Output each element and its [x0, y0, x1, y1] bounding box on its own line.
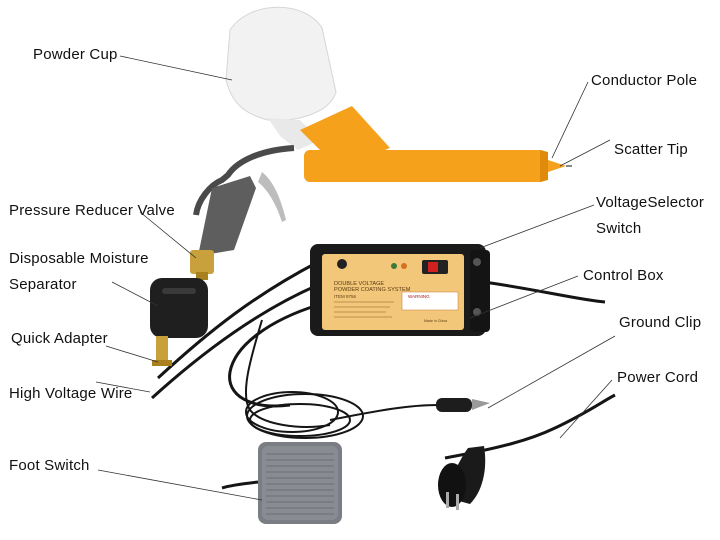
- leader-scatter-tip: [559, 139, 611, 167]
- trigger: [258, 172, 286, 222]
- warning-box: [401, 291, 459, 311]
- gun-barrel: [304, 150, 546, 182]
- leader-lines: [95, 55, 616, 501]
- high-voltage-wire-2: [150, 283, 319, 400]
- label-voltage-selector-line1: VoltageSelector: [596, 194, 705, 211]
- label-foot-switch: Foot Switch: [9, 457, 90, 474]
- powder-cup: [225, 6, 337, 121]
- label-high-voltage-wire: High Voltage Wire: [9, 385, 133, 402]
- label-control-box: Control Box: [583, 267, 664, 284]
- leader-powder-cup: [119, 55, 233, 81]
- label-conductor-pole: Conductor Pole: [591, 72, 698, 89]
- control-box-cable: [483, 280, 606, 304]
- power-plug: [438, 446, 486, 510]
- leader-control-box: [469, 275, 579, 319]
- label-powder-cup: Powder Cup: [33, 46, 118, 63]
- label-moisture-line1: Disposable Moisture: [9, 250, 149, 267]
- ground-clip-wire: [244, 319, 439, 439]
- ground-clip: [436, 398, 490, 412]
- spray-gun: [150, 6, 572, 366]
- label-ground-clip: Ground Clip: [619, 314, 702, 331]
- leader-quick-adapter: [105, 345, 159, 363]
- label-power-cord: Power Cord: [617, 369, 699, 386]
- foot-switch: [258, 442, 342, 524]
- leader-pressure-reducer: [139, 211, 197, 259]
- scatter-tip: [548, 160, 566, 172]
- panel-line2: POWDER COATING SYSTEM: [334, 287, 411, 293]
- high-voltage-wire-1: [156, 260, 319, 380]
- leader-power-cord: [559, 379, 613, 439]
- label-quick-adapter: Quick Adapter: [11, 330, 108, 347]
- label-pressure-reducer-valve: Pressure Reducer Valve: [9, 202, 175, 219]
- panel-line1: DOUBLE VOLTAGE: [334, 281, 384, 287]
- gun-handle: [198, 176, 256, 256]
- foot-switch-texture: [266, 453, 334, 515]
- gun-cable: [228, 303, 319, 408]
- pressure-reducer-valve: [190, 250, 214, 274]
- label-moisture-line2: Separator: [9, 276, 77, 293]
- moisture-separator: [150, 278, 208, 338]
- cup-neck: [268, 118, 320, 150]
- leader-foot-switch: [97, 469, 263, 501]
- leader-conductor-pole: [551, 81, 589, 159]
- label-scatter-tip: Scatter Tip: [614, 141, 688, 158]
- label-voltage-selector-line2: Switch: [596, 220, 642, 237]
- foot-switch-cable: [221, 480, 259, 490]
- leader-high-voltage-wire: [95, 381, 151, 393]
- panel-item-no: ITEM 9756: [334, 294, 357, 299]
- power-cord-cable: [444, 393, 616, 460]
- leader-moisture-separator: [111, 281, 159, 307]
- leader-ground-clip: [487, 335, 616, 409]
- leader-voltage-selector: [479, 204, 595, 249]
- quick-adapter: [156, 336, 168, 362]
- panel-warning: WARNING: [408, 294, 430, 299]
- control-box: DOUBLE VOLTAGE POWDER COATING SYSTEM ITE…: [310, 244, 490, 336]
- cables: [150, 260, 616, 490]
- panel-made-in: Made in China: [424, 319, 447, 323]
